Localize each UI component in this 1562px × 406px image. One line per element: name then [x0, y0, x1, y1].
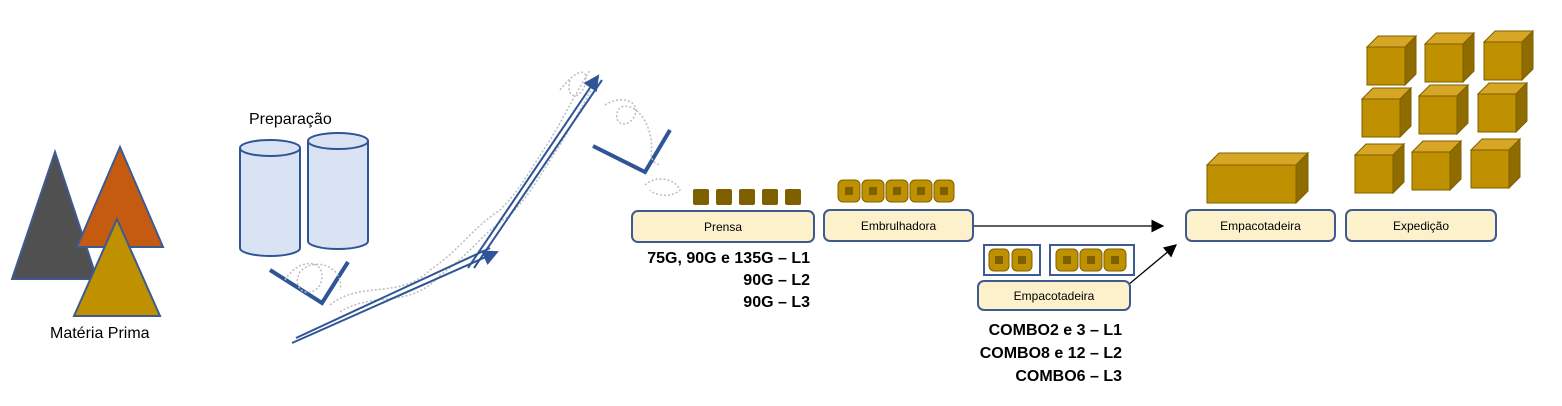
raw-material-icon	[10, 144, 165, 317]
conveyor-icon	[291, 74, 603, 344]
pressed-pieces-icon	[693, 189, 801, 205]
flow-arrow-combo	[1127, 244, 1177, 286]
preparation-tanks-icon	[239, 132, 369, 257]
stage-empacotadeira-combo: Empacotadeira	[977, 280, 1131, 311]
stage-empacotadeira: Empacotadeira	[1185, 209, 1336, 242]
stage-expedicao: Expedição	[1345, 209, 1497, 242]
combo-pack-large-icon	[1049, 244, 1135, 276]
prensa-line: 90G – L2	[743, 272, 810, 289]
combo-line: COMBO2 e 3 – L1	[988, 322, 1122, 339]
combo-pack-small-icon	[983, 244, 1041, 276]
materia-prima-label: Matéria Prima	[50, 325, 150, 342]
preparacao-label: Preparação	[249, 111, 332, 128]
combo-line: COMBO6 – L3	[1015, 368, 1122, 385]
combo-lines: COMBO2 e 3 – L1 COMBO8 e 12 – L2 COMBO6 …	[980, 319, 1122, 388]
stage-prensa: Prensa	[631, 210, 815, 243]
stage-embrulhadora: Embrulhadora	[823, 209, 974, 242]
combo-line: COMBO8 e 12 – L2	[979, 345, 1122, 362]
prensa-lines: 75G, 90G e 135G – L1 90G – L2 90G – L3	[647, 248, 810, 314]
prensa-line: 90G – L3	[743, 294, 810, 311]
package-box-icon	[1205, 151, 1310, 205]
wrapped-pieces-icon	[837, 179, 955, 203]
hopper-icon	[268, 128, 672, 306]
prensa-line: 75G, 90G e 135G – L1	[647, 250, 810, 267]
shipping-boxes-icon	[1353, 29, 1535, 195]
